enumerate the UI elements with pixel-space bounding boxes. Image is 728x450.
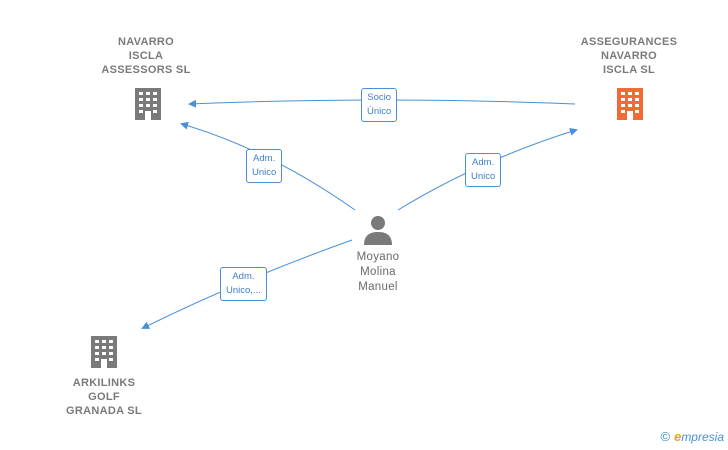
- edge-label-line: Unico,...: [226, 285, 261, 296]
- empresia-logo: © empresia: [660, 429, 724, 444]
- node-label-line: ASSESSORS SL: [101, 64, 191, 76]
- copyright-icon: ©: [660, 429, 671, 444]
- edge-label-adm-unico-arkilinks[interactable]: Adm. Unico,...: [220, 267, 267, 301]
- node-label-line: ISCLA: [128, 50, 164, 62]
- node-label-line: ASSEGURANCES: [580, 36, 678, 48]
- edge-label-line: Socio: [367, 92, 392, 103]
- edge-label-adm-unico-navarro[interactable]: Adm. Unico: [246, 149, 283, 183]
- node-label-line: GRANADA SL: [66, 405, 142, 417]
- edge-label-socio-unico[interactable]: Socio Único: [361, 88, 398, 122]
- building-icon[interactable]: [615, 86, 645, 120]
- node-assegurances-label[interactable]: ASSEGURANCES NAVARRO ISCLA SL: [569, 35, 689, 77]
- edge-label-adm-unico-assegurances[interactable]: Adm. Unico: [465, 153, 502, 187]
- person-icon[interactable]: [362, 214, 394, 246]
- building-icon[interactable]: [89, 334, 119, 368]
- edge-label-line: Unico: [471, 171, 496, 182]
- node-label-line: NAVARRO: [600, 50, 658, 62]
- node-label-line: Moyano: [356, 251, 400, 263]
- edge-label-line: Adm.: [253, 153, 276, 164]
- node-label-line: ISCLA SL: [602, 64, 656, 76]
- edge-label-line: Adm.: [472, 157, 495, 168]
- edge-label-line: Unico: [252, 167, 277, 178]
- node-navarro-iscla-label[interactable]: NAVARRO ISCLA ASSESSORS SL: [96, 35, 196, 77]
- node-moyano-label[interactable]: Moyano Molina Manuel: [335, 250, 421, 295]
- node-label-line: Manuel: [358, 281, 398, 293]
- brand-wordmark: empresia: [674, 429, 724, 444]
- building-icon[interactable]: [133, 86, 163, 120]
- edge-label-line: Único: [367, 106, 392, 117]
- node-label-line: NAVARRO: [117, 36, 175, 48]
- node-label-line: GOLF: [88, 391, 120, 403]
- node-label-line: ARKILINKS: [72, 377, 136, 389]
- edge-label-line: Adm.: [232, 271, 255, 282]
- node-label-line: Molina: [360, 266, 396, 278]
- node-arkilinks-label[interactable]: ARKILINKS GOLF GRANADA SL: [52, 376, 156, 418]
